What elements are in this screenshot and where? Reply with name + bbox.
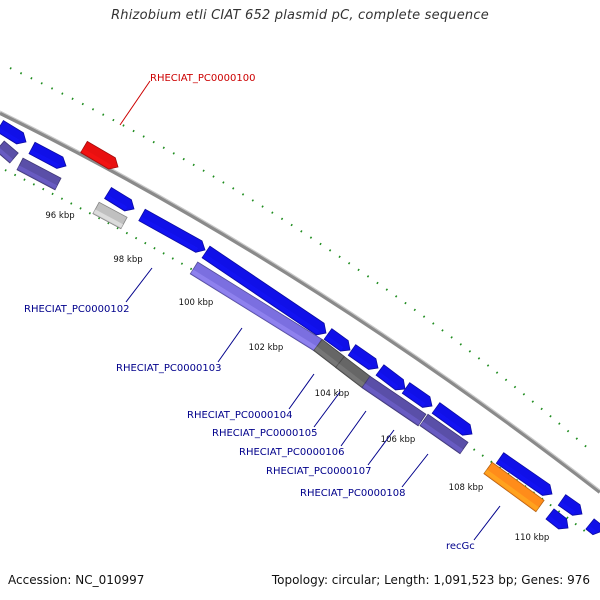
scale-label: 96 kbp: [45, 211, 74, 221]
gene-g-shine: [139, 216, 199, 252]
scale-ticks: 96 kbp 98 kbp 100 kbp 102 kbp 104 kbp 106 kbp…: [45, 211, 549, 543]
gene-c-shine: [29, 149, 60, 168]
gene-d[interactable]: [16, 157, 62, 191]
gene-n-shine: [558, 501, 576, 515]
gene-o-shine: [586, 525, 596, 534]
label-leader-line: [119, 80, 151, 126]
gene-label-rheciat_pc0000100[interactable]: RHECIAT_PC0000100: [150, 73, 255, 84]
gene-e-shine: [105, 194, 128, 210]
gene-recgc[interactable]: [483, 461, 545, 513]
gene-l[interactable]: [495, 452, 553, 496]
label-leader-line: [340, 410, 367, 447]
gene-recgc-shine: [484, 469, 539, 511]
gene-rheciat-pc0000108-shine: [432, 409, 466, 435]
gene-h-shine: [324, 335, 344, 351]
scale-label: 110 kbp: [515, 533, 550, 543]
gene-k[interactable]: [401, 382, 433, 408]
gene-i-shine: [348, 351, 372, 369]
label-leader-line: [401, 453, 429, 488]
scale-label: 104 kbp: [315, 389, 350, 399]
label-leader-line: [125, 267, 153, 303]
gene-l-shine: [496, 459, 546, 495]
scale-label: 108 kbp: [449, 483, 484, 493]
gene-rheciat-pc0000103[interactable]: [201, 245, 327, 336]
gene-a[interactable]: [0, 119, 27, 145]
gene-n[interactable]: [557, 494, 583, 516]
map-title: Rhizobium etli CIAT 652 plasmid pC, comp…: [111, 8, 489, 23]
gene-c[interactable]: [28, 141, 67, 169]
gene-a-shine: [0, 127, 20, 143]
scale-label: 100 kbp: [179, 298, 214, 308]
gene-k-shine: [402, 389, 426, 407]
gene-f-shine: [93, 209, 124, 228]
gene-e[interactable]: [104, 186, 135, 212]
gene-label-rheciat_pc0000103[interactable]: RHECIAT_PC0000103: [116, 363, 221, 374]
gene-features[interactable]: [0, 119, 600, 536]
gene-f[interactable]: [92, 201, 128, 230]
gene-rheciat-pc0000100[interactable]: [80, 140, 119, 170]
gene-rheciat-pc0000107-shine: [420, 421, 463, 453]
gene-j[interactable]: [375, 364, 406, 391]
gene-rheciat-pc0000103-shine: [202, 253, 320, 334]
label-leader-line: [313, 391, 341, 428]
gene-j-shine: [376, 371, 399, 390]
topology-text: Topology: circular; Length: 1,091,523 bp…: [271, 573, 590, 587]
gene-label-rheciat_pc0000105[interactable]: RHECIAT_PC0000105: [212, 428, 317, 439]
scale-label: 98 kbp: [113, 255, 142, 265]
gene-label-rheciat_pc0000108[interactable]: RHECIAT_PC0000108: [300, 488, 405, 499]
gene-g[interactable]: [138, 208, 206, 253]
gene-rheciat-pc0000100-shine: [81, 148, 112, 169]
gene-rheciat-pc0000106-shine: [362, 383, 421, 425]
gene-rheciat-pc0000108[interactable]: [431, 402, 473, 436]
gene-rheciat-pc0000107[interactable]: [419, 413, 469, 455]
gene-label-rheciat_pc0000104[interactable]: RHECIAT_PC0000104: [187, 410, 292, 421]
gene-h[interactable]: [323, 328, 351, 352]
gene-label-rheciat_pc0000102[interactable]: RHECIAT_PC0000102: [24, 304, 129, 315]
gene-labels[interactable]: RHECIAT_PC0000100RHECIAT_PC0000102RHECIA…: [24, 73, 501, 552]
gene-rheciat-pc0000104-shine: [314, 346, 339, 367]
gene-o[interactable]: [585, 518, 600, 536]
gene-m[interactable]: [545, 508, 569, 530]
gene-i[interactable]: [347, 344, 379, 370]
label-leader-line: [217, 327, 243, 363]
gene-rheciat-pc0000105-shine: [336, 363, 365, 387]
gene-rheciat-pc0000106[interactable]: [361, 375, 427, 427]
accession-text: Accession: NC_010997: [8, 573, 145, 587]
gene-rheciat-pc0000102-shine: [190, 269, 318, 351]
gene-b[interactable]: [0, 140, 19, 164]
gene-label-recgc[interactable]: recGc: [446, 541, 475, 552]
scale-label: 106 kbp: [381, 435, 416, 445]
label-leader-line: [473, 505, 501, 541]
outer-tick-track: [9, 67, 591, 451]
label-leader-line: [288, 373, 315, 410]
gene-label-rheciat_pc0000106[interactable]: RHECIAT_PC0000106: [239, 447, 344, 458]
gene-m-shine: [546, 515, 562, 529]
scale-label: 102 kbp: [249, 343, 284, 353]
gene-d-shine: [17, 165, 58, 189]
backbone-line: [0, 111, 600, 494]
gene-label-rheciat_pc0000107[interactable]: RHECIAT_PC0000107: [266, 466, 371, 477]
gene-b-shine: [0, 148, 13, 163]
label-leader-line: [367, 429, 395, 466]
